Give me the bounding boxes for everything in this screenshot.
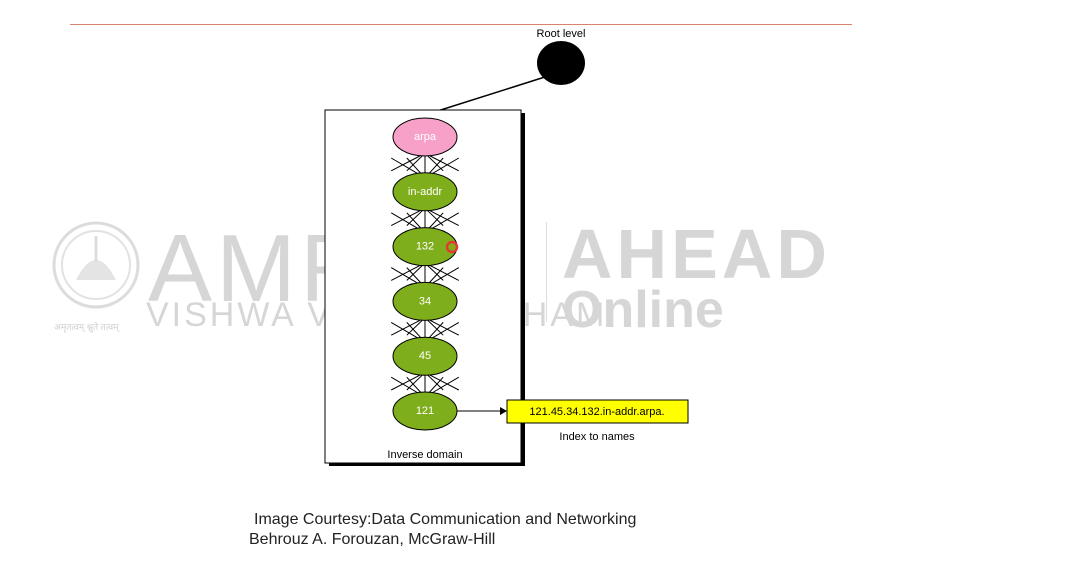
- node-132: 132: [392, 227, 458, 267]
- node-ellipse: [392, 172, 458, 212]
- node-arpa: arpa: [392, 117, 458, 157]
- root-node: [537, 41, 585, 85]
- fan-line: [429, 321, 460, 340]
- node-label: 132: [416, 241, 434, 253]
- fan-line: [429, 267, 460, 285]
- pointer-dot-icon: [445, 240, 459, 254]
- top-rule: [70, 24, 852, 25]
- node-ellipse: [392, 336, 458, 376]
- fan-line: [429, 212, 460, 231]
- fan-line: [427, 376, 444, 395]
- fan-line: [406, 210, 423, 226]
- fan-line: [406, 320, 423, 336]
- result-box: [506, 399, 689, 424]
- fan-line: [429, 210, 460, 227]
- fan-line: [390, 267, 421, 285]
- fan-line: [406, 374, 423, 391]
- fan-line: [390, 265, 421, 281]
- fan-line: [390, 212, 421, 231]
- node-ellipse: [392, 281, 458, 321]
- fan-line: [390, 374, 421, 391]
- fan-line: [406, 267, 423, 285]
- fan-line: [390, 157, 421, 176]
- node-ellipse: [392, 117, 458, 157]
- fan-line: [390, 321, 421, 340]
- fan-line: [429, 376, 460, 395]
- node-label: 34: [419, 295, 431, 307]
- fan-line: [390, 319, 421, 336]
- node-in-addr: in-addr: [392, 172, 458, 212]
- fan-line: [390, 210, 421, 227]
- node-label: 45: [419, 350, 431, 362]
- node-label: in-addr: [408, 186, 443, 198]
- fan-line: [427, 267, 444, 285]
- fan-line: [429, 155, 460, 172]
- node-121: 121: [392, 391, 458, 431]
- fan-line: [406, 265, 423, 281]
- node-label: arpa: [414, 131, 437, 143]
- node-34: 34: [392, 281, 458, 321]
- inverse-domain-label: Inverse domain: [387, 449, 462, 461]
- fan-line: [406, 322, 423, 340]
- fan-line: [429, 265, 460, 281]
- fan-line: [429, 374, 460, 391]
- fan-line: [406, 376, 423, 395]
- result-caption: Index to names: [559, 431, 635, 443]
- domain-nodes: arpa in-addr 132 34 45 121: [392, 117, 458, 431]
- fan-line: [429, 157, 460, 176]
- fan-line: [427, 157, 444, 176]
- fan-line: [390, 376, 421, 395]
- root-connector: [427, 75, 549, 115]
- fan-connectors: [390, 155, 460, 395]
- courtesy-line-1: Image Courtesy:Data Communication and Ne…: [254, 511, 637, 528]
- node-label: 121: [416, 405, 434, 417]
- fan-line: [406, 155, 423, 172]
- fan-line: [427, 322, 444, 340]
- courtesy-line-2: Behrouz A. Forouzan, McGraw-Hill: [249, 531, 496, 548]
- arrowhead-icon: [500, 407, 507, 415]
- fan-line: [406, 212, 423, 230]
- fan-line: [390, 155, 421, 172]
- fan-line: [429, 319, 460, 336]
- fan-line: [406, 157, 423, 176]
- node-45: 45: [392, 336, 458, 376]
- fan-line: [427, 212, 444, 230]
- result-label: 121.45.34.132.in-addr.arpa.: [529, 406, 664, 418]
- root-level-label: Root level: [537, 28, 586, 40]
